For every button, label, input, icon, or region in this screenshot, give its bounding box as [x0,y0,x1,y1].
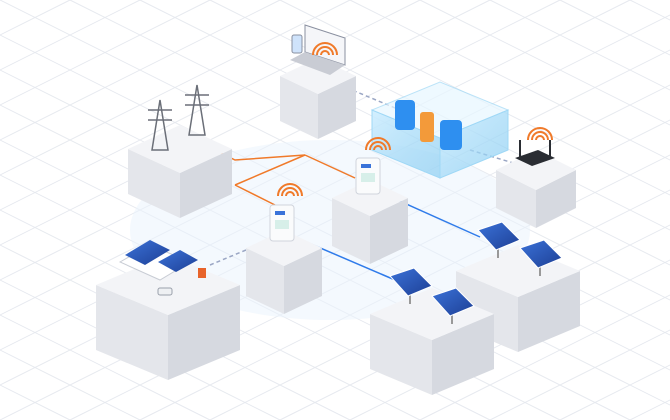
solar-panel-icon [477,221,521,258]
inverter-screen [361,173,375,182]
inverter-logo [361,164,371,168]
grid-line [349,0,670,161]
phone-icon [291,34,303,54]
block-right-face [318,76,356,139]
solar-panel-icon [431,287,475,324]
block-right-face [518,271,580,352]
block-right-face [168,285,240,380]
block-right-face [432,314,494,395]
solar-panel-icon [519,239,563,276]
logo-letter-3 [440,120,462,150]
tower-frame [151,99,169,151]
wifi-arc [365,137,391,151]
router-icon [515,140,555,166]
grid-line [279,0,670,196]
logo-letter-1 [395,100,415,130]
inverter-logo [275,211,285,215]
wifi-arc [369,141,387,151]
grid-line [489,329,670,420]
grid-line [419,294,670,420]
inverter-1-icon [269,204,295,242]
orange-line-to-inverter1 [234,184,276,206]
tower-frame [188,84,206,136]
grid-line [0,384,71,420]
laptop-wifi-icon [312,42,338,56]
cloud-logo [395,100,462,150]
house-meter [198,268,206,278]
house-icon [118,240,206,296]
power-tower-icon [148,99,172,151]
wifi-arc [527,127,553,141]
grid-line [419,0,670,126]
inverter-2-icon [355,157,381,195]
wifi-arc [285,191,295,197]
block-right-face [536,170,576,228]
panel-surface [519,239,563,269]
grid-line [489,0,670,91]
orange-line-to-inverter2 [304,154,356,179]
panel-surface [477,221,521,251]
block-top-face [332,180,408,216]
house-roof-panel [125,240,170,265]
inverter-2-block [332,180,408,264]
laptop-keyboard [290,52,345,75]
wifi-arc [535,135,545,141]
car-icon [157,287,173,296]
panel-surface [389,267,433,297]
grid-line [209,189,670,420]
wifi-arc [312,42,338,56]
wifi-arc [277,183,303,197]
block-left-face [280,76,318,139]
power-tower-icon [185,84,209,136]
house-roof-panel [158,250,198,272]
dashed-line-house-inverter1 [209,239,271,266]
router-body [515,150,555,166]
grid-line [629,0,670,21]
block-left-face [128,149,180,218]
inverter-screen [275,220,289,229]
laptop-icon [290,24,346,75]
block-right-face [180,149,232,218]
wifi-arc [281,187,299,197]
inverter-2-wifi-icon [365,137,391,151]
block-left-face [496,170,536,228]
wifi-arc [373,145,383,151]
block-left-face [332,198,370,264]
inverter-1-wifi-icon [277,183,303,197]
laptop-block [280,58,356,139]
grid-line [0,0,71,36]
wifi-arc [316,46,334,56]
router-block [496,150,576,228]
blocks [96,24,580,395]
wifi-arc [320,50,330,56]
block-right-face [370,198,408,264]
router-wifi-icon [527,127,553,141]
panel-surface [431,287,475,317]
block-right-face [284,248,322,314]
logo-letter-2 [420,112,434,142]
block-left-face [246,248,284,314]
block-top-face [246,230,322,266]
solar-panel-icon [389,267,433,304]
inverter-1-block [246,230,322,314]
block-top-face [496,150,576,190]
block-left-face [370,314,432,395]
grid-line [629,399,670,420]
wifi-arc [531,131,549,141]
block-left-face [96,285,168,380]
orange-line-hub [234,154,306,186]
